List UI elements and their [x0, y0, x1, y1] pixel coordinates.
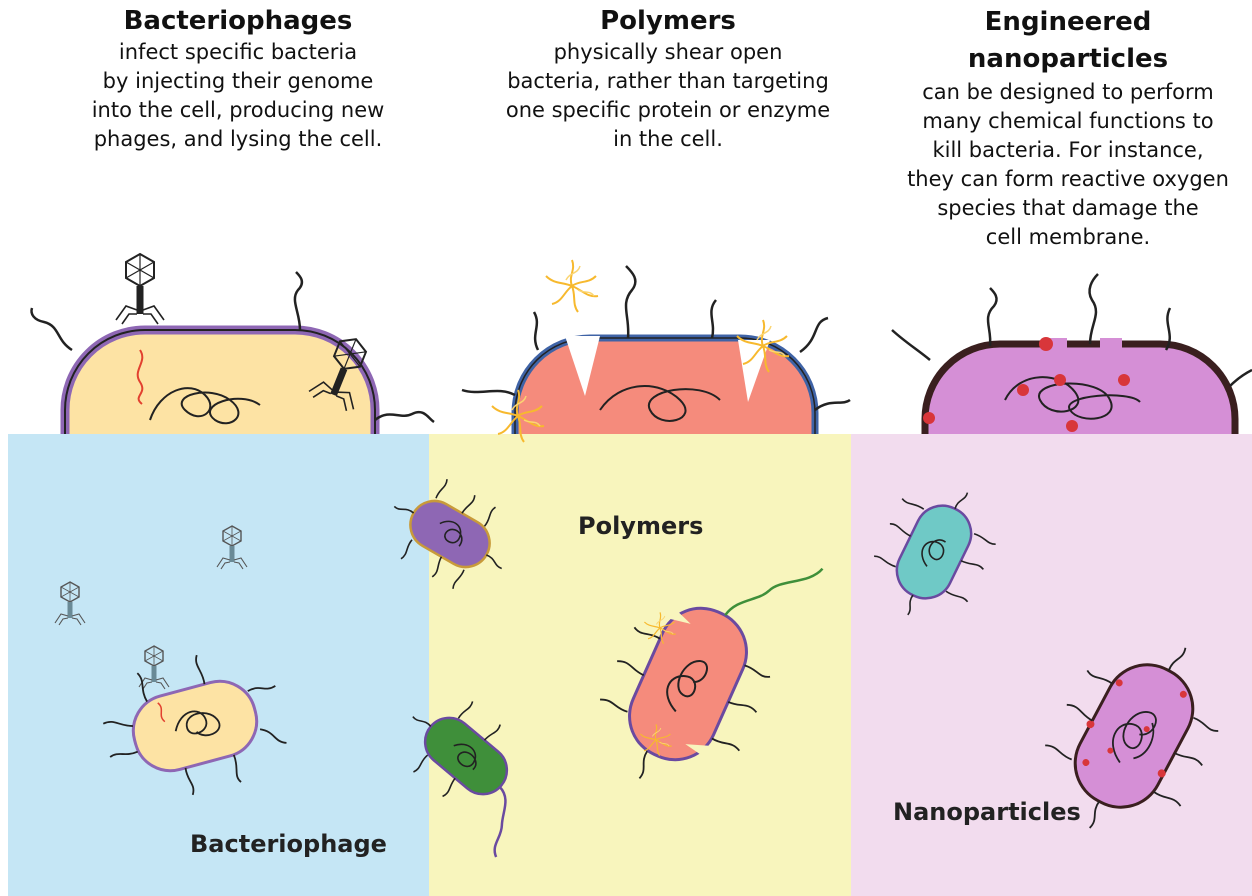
panel-label-bacteriophage: Bacteriophage: [190, 830, 387, 858]
polymer-strand-1: [546, 260, 598, 312]
panel-label-nanoparticles: Nanoparticles: [893, 798, 1081, 826]
panel-polymers-bg: [429, 434, 851, 896]
phage-large-1: [116, 254, 164, 324]
panel-bacteriophage-bg: [8, 434, 429, 896]
panel-label-polymers: Polymers: [578, 512, 703, 540]
